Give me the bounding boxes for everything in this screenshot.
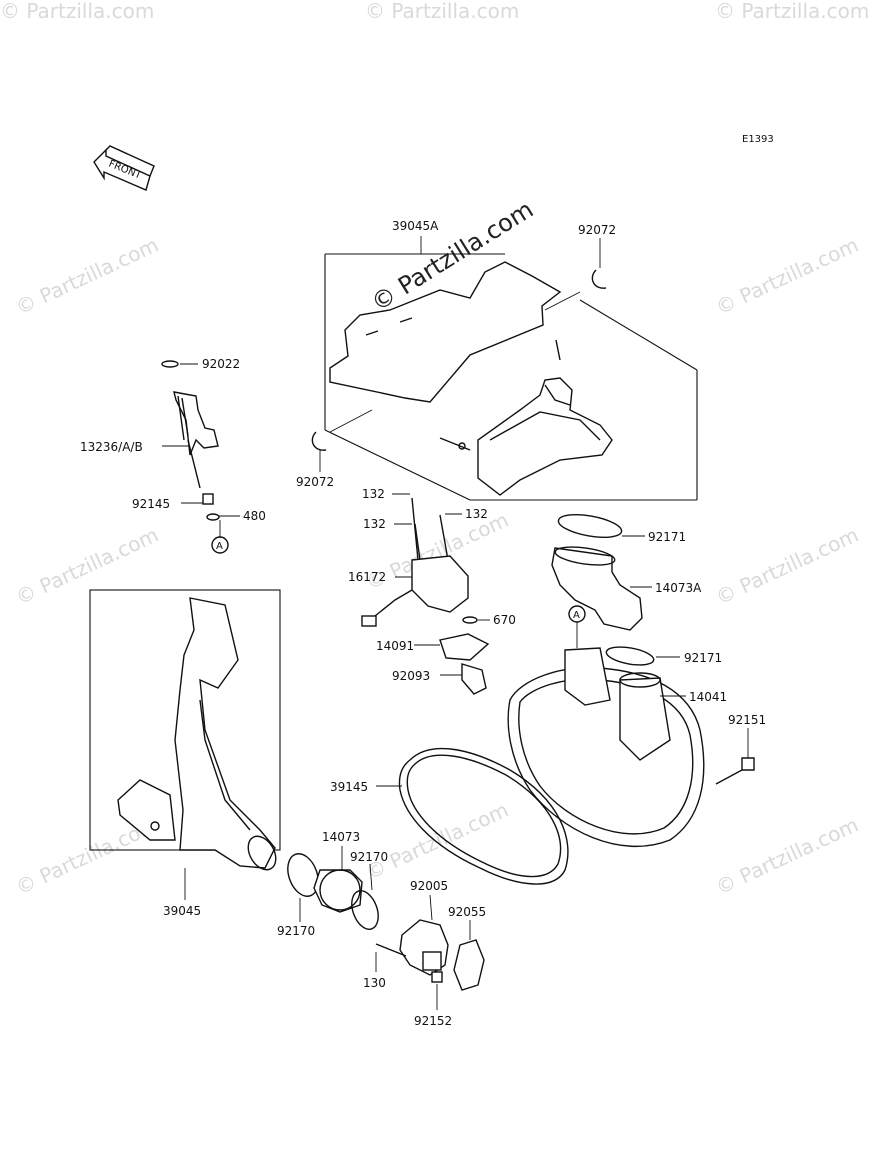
clip-92072-top [544,238,607,311]
callout-16172: 16172 [348,570,386,584]
watermark: © Partzilla.com [365,0,519,23]
callout-92171-mid: 92171 [684,651,722,665]
watermark: © Partzilla.com [715,0,869,23]
callout-92022: 92022 [202,357,240,371]
callout-14073A: 14073A [655,581,702,595]
callout-92072-top: 92072 [578,223,616,237]
drive-belt-39145 [376,747,569,885]
callout-labels: 39045A 92072 92072 92022 13236/A/B 92145… [80,219,766,1028]
air-duct-assembly-box [324,236,698,501]
watermark: © Partzilla.com [12,233,162,320]
callout-13236: 13236/A/B [80,440,143,454]
callout-92072-bottom: 92072 [296,475,334,489]
callout-39145: 39145 [330,780,368,794]
clip-92072-bottom [311,409,373,472]
callout-39045: 39045 [163,904,201,918]
watermark: © Partzilla.com [712,233,862,320]
actuator-rod-group: A [161,360,240,554]
callout-92171-top: 92171 [648,530,686,544]
sensor-16172 [361,493,490,695]
callout-92170-a: 92170 [350,850,388,864]
callout-14041: 14041 [689,690,727,704]
intake-pipe-box [89,589,281,900]
callout-670: 670 [493,613,516,627]
callout-39045A: 39045A [392,219,439,233]
front-arrow-icon: FRONT [93,145,155,191]
watermark: © Partzilla.com [712,523,862,610]
callout-132-b: 132 [363,517,386,531]
callout-92093: 92093 [392,669,430,683]
duct-cover-plate [329,261,562,403]
callout-480: 480 [243,509,266,523]
callout-92152: 92152 [414,1014,452,1028]
callout-130: 130 [363,976,386,990]
diagram-code: E1393 [742,134,774,145]
watermark: © Partzilla.com [712,813,862,900]
callout-92170-b: 92170 [277,924,315,938]
watermark: © Partzilla.com [0,0,154,23]
callout-92055: 92055 [448,905,486,919]
watermark: © Partzilla.com [12,523,162,610]
callout-92151: 92151 [728,713,766,727]
duct-sleeve-group [287,846,379,930]
outlet-housing-group [375,894,485,1010]
watermark: © Partzilla.com [362,798,512,885]
callout-132-c: 132 [465,507,488,521]
ref-marker-a: A [216,541,223,552]
callout-14073: 14073 [322,830,360,844]
ref-marker-a: A [573,610,580,621]
callout-132-a: 132 [362,487,385,501]
elbow-14073A [551,513,680,666]
cover-14041: A [507,605,755,848]
air-duct-housing [439,339,613,496]
callout-14091: 14091 [376,639,414,653]
callout-92145: 92145 [132,497,170,511]
callout-92005: 92005 [410,879,448,893]
